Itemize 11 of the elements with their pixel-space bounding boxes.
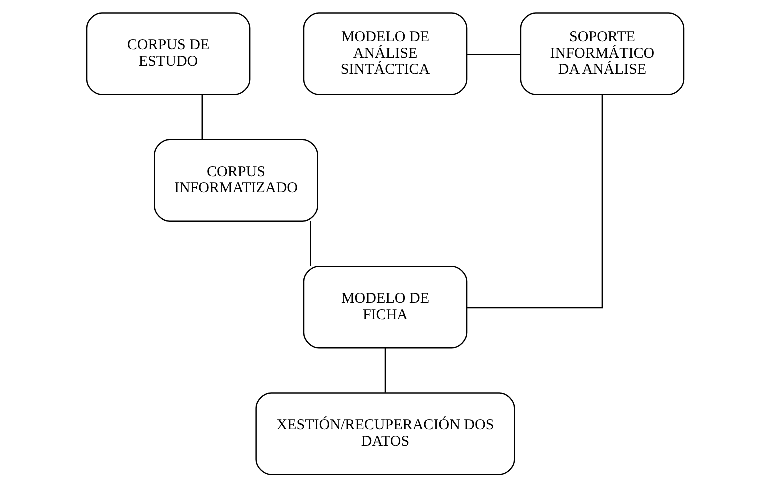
node-box: XESTIÓN/RECUPERACIÓN DOS DATOS xyxy=(255,392,515,476)
connector xyxy=(201,94,203,140)
connector xyxy=(310,221,311,266)
connector xyxy=(467,54,520,56)
node-box: CORPUS DE ESTUDO xyxy=(86,12,250,96)
node-box: MODELO DE ANÁLISE SINTÁCTICA xyxy=(302,12,468,96)
node-box: CORPUS INFORMATIZADO xyxy=(154,139,318,222)
node-box: SOPORTE INFORMÁTICO DA ANÁLISE xyxy=(520,12,684,96)
connector xyxy=(384,348,386,393)
node-box: MODELO DE FICHA xyxy=(302,266,468,349)
connector xyxy=(467,94,603,309)
